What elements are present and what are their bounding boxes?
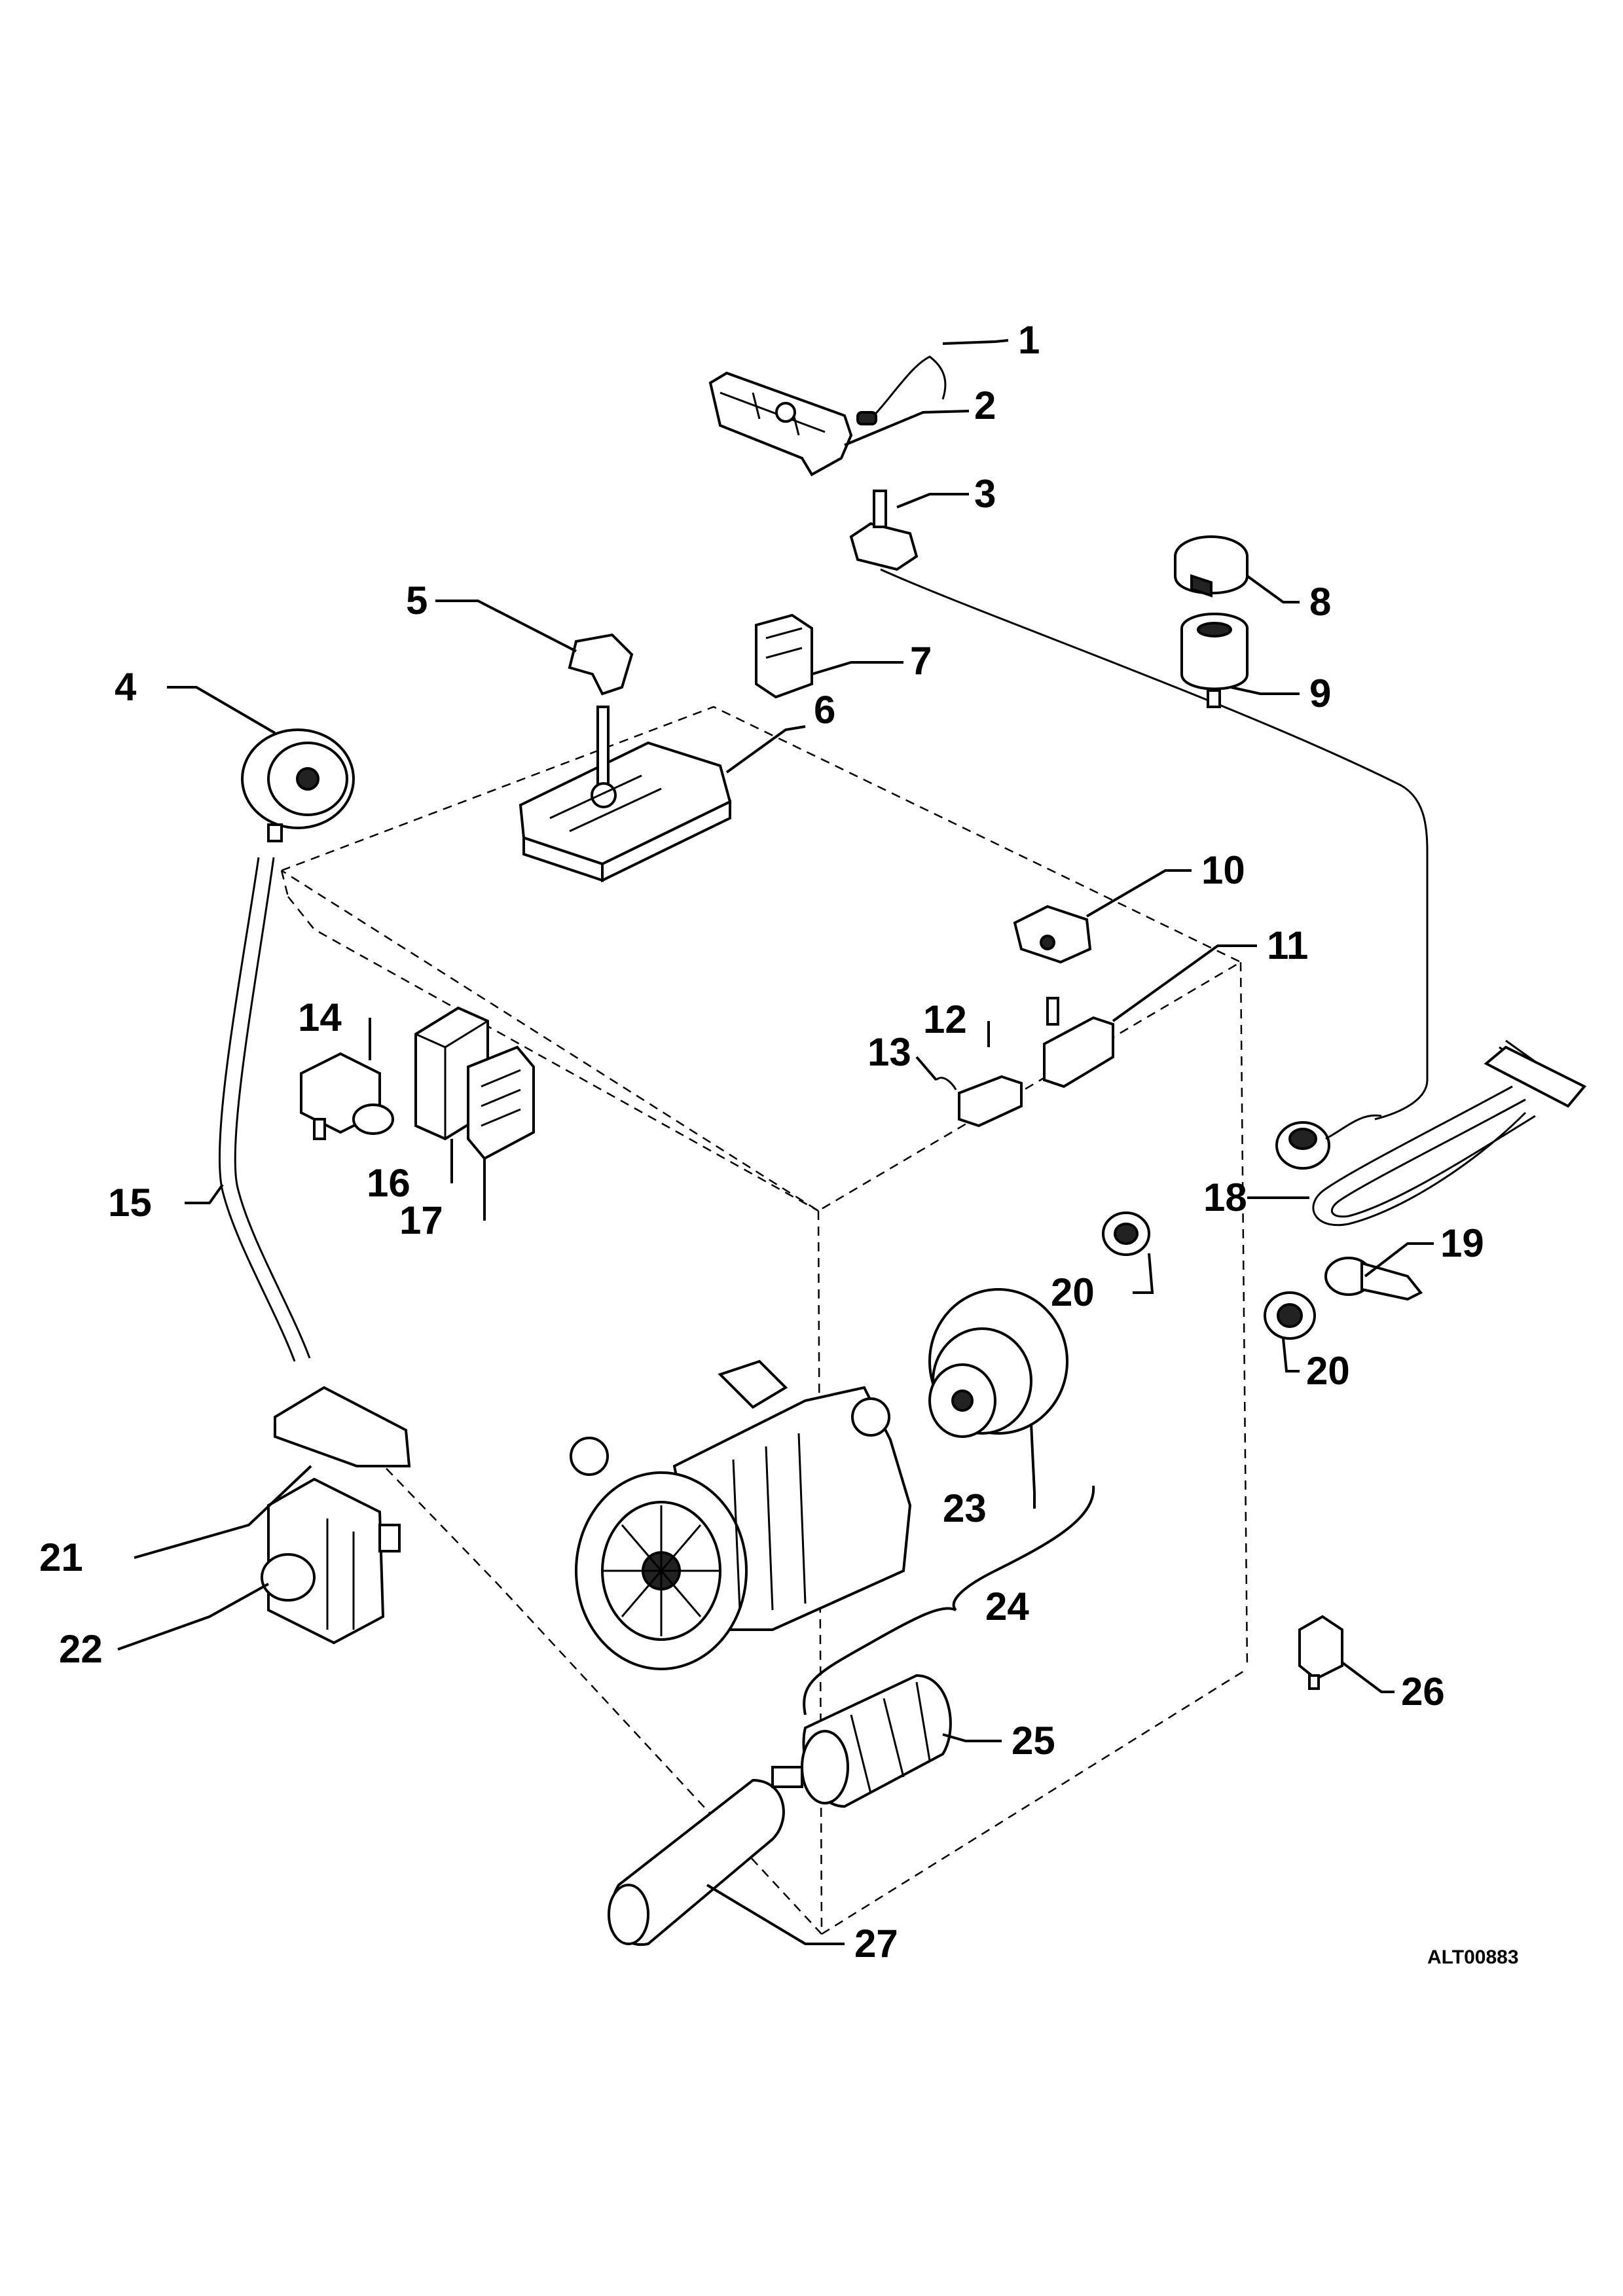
callout-26: 26 [1401,1670,1445,1713]
part-17-filter-board [467,1045,535,1160]
part-14-clamp [300,1052,394,1140]
reference-code: ALT00883 [1427,1946,1519,1968]
callout-1: 1 [1018,318,1040,362]
part-19-sensor [1324,1257,1423,1301]
part-6-timer [519,706,732,883]
callout-8: 8 [1309,580,1331,624]
callout-10: 10 [1201,848,1245,892]
callout-11: 11 [1267,924,1308,967]
callout-9: 9 [1309,672,1331,715]
callout-labels: 1 2 3 4 5 6 7 8 9 10 11 12 13 14 15 16 1… [39,318,1519,1968]
brace-24 [803,1485,1095,1715]
part-9-knob-body [1180,613,1249,708]
part-4-pressure-switch [241,728,355,842]
part-24-motor [570,1359,912,1670]
part-26-switch [1298,1615,1343,1690]
callout-5: 5 [406,579,428,622]
part-11-microswitch [1043,997,1114,1088]
callout-20-lower: 20 [1306,1349,1350,1393]
part-20-grommet-upper [1102,1211,1150,1256]
callout-27: 27 [854,1922,898,1965]
part-5-bracket [568,633,634,696]
callout-24: 24 [985,1585,1029,1628]
part-23-tachometer [928,1288,1068,1438]
part-25-capacitor [801,1674,952,1808]
callout-12: 12 [923,997,967,1041]
callout-7: 7 [910,639,932,683]
part-21-filter-cover [274,1386,411,1467]
callout-2: 2 [974,384,996,427]
callout-16: 16 [367,1161,410,1205]
part-3-thermostat [849,490,1429,1121]
part-15-pressure-tube [218,857,311,1362]
callout-6: 6 [814,688,835,732]
part-1-wire-connector [856,355,947,425]
callout-15: 15 [108,1181,152,1225]
part-13-spring [935,1077,957,1090]
callout-20-upper: 20 [1051,1270,1095,1314]
part-18-heating-element [1275,1039,1587,1227]
part-7-switch [755,613,813,699]
leader-lines [117,339,1434,1945]
part-2-door-lock [708,371,853,476]
cabinet-outline [280,706,1249,1935]
callout-22: 22 [59,1627,103,1671]
callout-13: 13 [867,1030,911,1074]
callout-14: 14 [298,996,342,1039]
callout-25: 25 [1012,1719,1055,1763]
part-10-clip [1013,905,1092,964]
callout-17: 17 [399,1198,443,1242]
part-27-suppressor [608,1766,803,1946]
part-8-knob [1174,535,1249,598]
callout-21: 21 [39,1535,83,1579]
callout-4: 4 [115,665,137,709]
part-22-drain-pump [261,1477,401,1645]
part-12-switch [958,1075,1023,1128]
callout-18: 18 [1203,1175,1247,1219]
part-20-grommet-lower [1264,1291,1316,1340]
callout-19: 19 [1440,1221,1484,1265]
callout-3: 3 [974,472,996,516]
callout-23: 23 [943,1486,987,1530]
